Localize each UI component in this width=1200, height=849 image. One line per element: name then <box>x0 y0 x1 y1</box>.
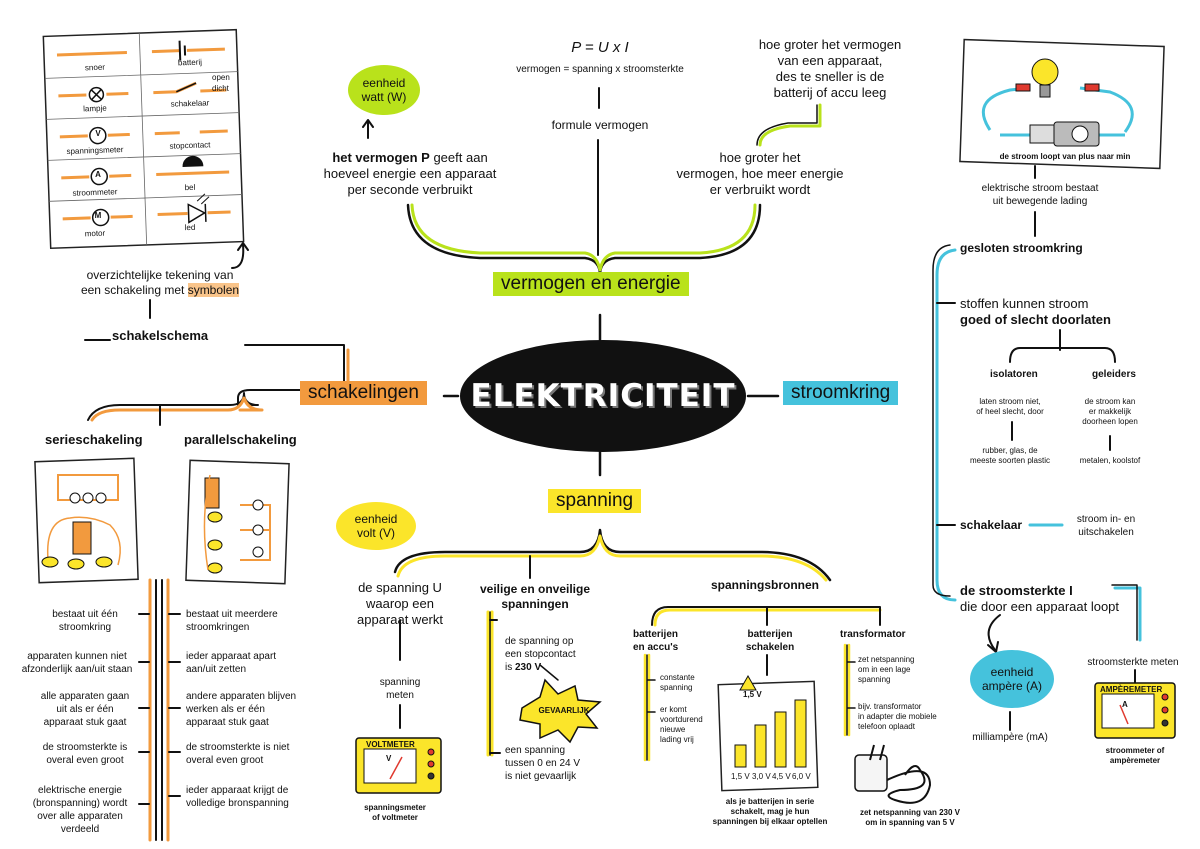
geleiders-examples: metalen, koolstof <box>1079 456 1141 465</box>
schakelschema-description: overzichtelijke tekening van een schakel… <box>70 268 250 298</box>
batterijen-accus-label: batterijen en accu's <box>633 629 679 653</box>
geleiders-description: de stroom kan er makkelijk doorheen lope… <box>1082 397 1138 426</box>
vermogen-definition-bold: het vermogen P <box>332 150 430 165</box>
parallelschakeling-label: parallelschakeling <box>184 432 297 447</box>
series-circuit-drawing <box>34 457 139 584</box>
heading-stroomkring: stroomkring <box>783 381 899 405</box>
ammeter-caption: stroommeter of ampèremeter <box>1105 746 1165 765</box>
veilige-spanningen-label: veilige en onveilige spanningen <box>479 582 591 611</box>
ammeter-display-letter: A <box>1122 700 1128 709</box>
parallel-point: andere apparaten blijven werken als er é… <box>186 691 297 728</box>
battery-voltage-label: 4,5 V <box>772 772 791 781</box>
heading-schakelingen: schakelingen <box>300 381 427 405</box>
ammeter-drawing <box>1094 682 1176 739</box>
central-topic: ELEKTRICITEIT <box>460 340 746 452</box>
batterijen-constant: constante spanning <box>660 673 695 692</box>
isolatoren-examples: rubber, glas, de meeste soorten plastic <box>969 446 1051 465</box>
transformator-label: transformator <box>840 629 906 640</box>
serieschakeling-label: serieschakeling <box>45 432 143 447</box>
schakelaar-description: stroom in- en uitschakelen <box>1076 514 1136 538</box>
vermogen-higher-faster: hoe groter het vermogen van een apparaat… <box>758 37 902 100</box>
spanning-meten: spanning meten <box>379 677 421 701</box>
vermogen-definition: het vermogen P geeft aan hoeveel energie… <box>320 150 500 198</box>
ammeter-symbol-letter: A <box>95 170 101 179</box>
parallel-point: ieder apparaat apart aan/uit zetten <box>186 651 277 675</box>
stroomsterkte-meten: stroomsterkte meten <box>1087 657 1179 668</box>
stopcontact-spanning-value: 230 V <box>515 662 542 673</box>
voltmeter-display-label: VOLTMETER <box>366 740 415 749</box>
adapter-drawing <box>854 744 932 804</box>
veilige-spanning-range: een spanning tussen 0 en 24 V is niet ge… <box>505 745 581 782</box>
motor-symbol-letter: M <box>94 211 102 220</box>
battery-stack-drawing <box>717 674 819 792</box>
parallel-point: ieder apparaat krijgt de volledige brons… <box>186 785 289 809</box>
battery-voltage-label: 1,5 V <box>731 772 750 781</box>
isolatoren-description: laten stroom niet, of heel slecht, door <box>976 397 1044 416</box>
transformator-example: bijv. transformator in adapter die mobie… <box>858 702 937 731</box>
stoffen-line-2: goed of slecht doorlaten <box>960 312 1111 327</box>
unit-volt-bubble: eenheid volt (V) <box>336 502 416 550</box>
formula: P = U x I <box>571 39 629 56</box>
serie-point: bestaat uit één stroomkring <box>52 609 118 633</box>
stroomsterkte-line-2: die door een apparaat loopt <box>960 599 1120 614</box>
central-title: ELEKTRICITEIT <box>470 378 736 414</box>
spanningsbronnen-label: spanningsbronnen <box>711 578 819 592</box>
serie-point: apparaten kunnen niet afzonderlijk aan/u… <box>21 651 133 675</box>
schakelschema-description-highlight: symbolen <box>187 283 240 297</box>
formula-label: formule vermogen <box>551 118 649 132</box>
stopcontact-spanning-text: de spanning op een stopcontact is <box>505 636 576 673</box>
batterijen-lading: er komt voortdurend nieuwe lading vrij <box>660 705 703 744</box>
heading-vermogen-energie: vermogen en energie <box>493 272 689 296</box>
batterijen-schakelen-caption: als je batterijen in serie schakelt, mag… <box>712 797 828 826</box>
symbol-card <box>42 28 245 250</box>
circuit-current-drawing <box>959 38 1165 170</box>
schakelaar-label: schakelaar <box>960 518 1023 532</box>
parallel-circuit-drawing <box>185 459 290 585</box>
danger-burst <box>519 678 602 744</box>
stopcontact-spanning: de spanning op een stopcontact is 230 V <box>505 635 615 674</box>
transformator-description: zet netspanning om in een lage spanning <box>858 655 915 684</box>
spanning-definition: de spanning U waarop een apparaat werkt <box>357 580 443 627</box>
circuit-picture-caption: de stroom loopt van plus naar min <box>999 152 1131 161</box>
switch-open-label: open <box>212 73 230 82</box>
stroomsterkte-line-1: de stroomsterkte I <box>960 583 1073 598</box>
stroom-lading: elektrische stroom bestaat uit bewegende… <box>981 183 1099 207</box>
gevaarlijk-label: GEVAARLIJK <box>538 706 590 715</box>
unit-watt-bubble: eenheid watt (W) <box>348 65 420 115</box>
schakelschema-description-text: overzichtelijke tekening van een schakel… <box>80 268 234 297</box>
isolatoren-label: isolatoren <box>990 369 1038 380</box>
serie-point: elektrische energie (bronspanning) wordt… <box>32 785 128 835</box>
voltmeter-drawing <box>355 737 442 794</box>
vermogen-higher-more: hoe groter het vermogen, hoe meer energi… <box>676 150 844 197</box>
batterijen-schakelen-label: batterijen schakelen <box>745 629 795 653</box>
formula-words: vermogen = spanning x stroomsterkte <box>516 64 684 75</box>
voltmeter-display-letter: V <box>386 754 392 763</box>
transformator-caption: zet netspanning van 230 V om in spanning… <box>859 808 961 827</box>
voltmeter-caption: spanningsmeter of voltmeter <box>364 803 426 822</box>
serie-point: alle apparaten gaan uit als er één appar… <box>40 691 130 728</box>
serie-point: de stroomsterkte is overal even groot <box>42 742 128 766</box>
unit-ampere-bubble: eenheid ampère (A) <box>970 650 1054 708</box>
heading-spanning: spanning <box>548 489 642 513</box>
vermogen-definition-rest: geeft aan hoeveel energie een apparaat p… <box>323 150 497 197</box>
parallel-point: de stroomsterkte is niet overal even gro… <box>186 742 290 766</box>
geleiders-label: geleiders <box>1092 369 1136 380</box>
stoffen-line-1: stoffen kunnen stroom <box>960 296 1089 311</box>
schakelschema-label: schakelschema <box>112 328 209 343</box>
battery-voltage-label: 3,0 V <box>752 772 771 781</box>
voltmeter-symbol-letter: V <box>95 129 101 138</box>
battery-voltage-label: 6,0 V <box>792 772 811 781</box>
ammeter-display-label: AMPÈREMETER <box>1100 685 1163 694</box>
battery-warning-value: 1,5 V <box>743 690 762 699</box>
gesloten-stroomkring: gesloten stroomkring <box>960 241 1083 255</box>
parallel-point: bestaat uit meerdere stroomkringen <box>186 609 278 633</box>
switch-closed-label: dicht <box>212 84 229 93</box>
milliampere: milliampère (mA) <box>972 732 1048 743</box>
